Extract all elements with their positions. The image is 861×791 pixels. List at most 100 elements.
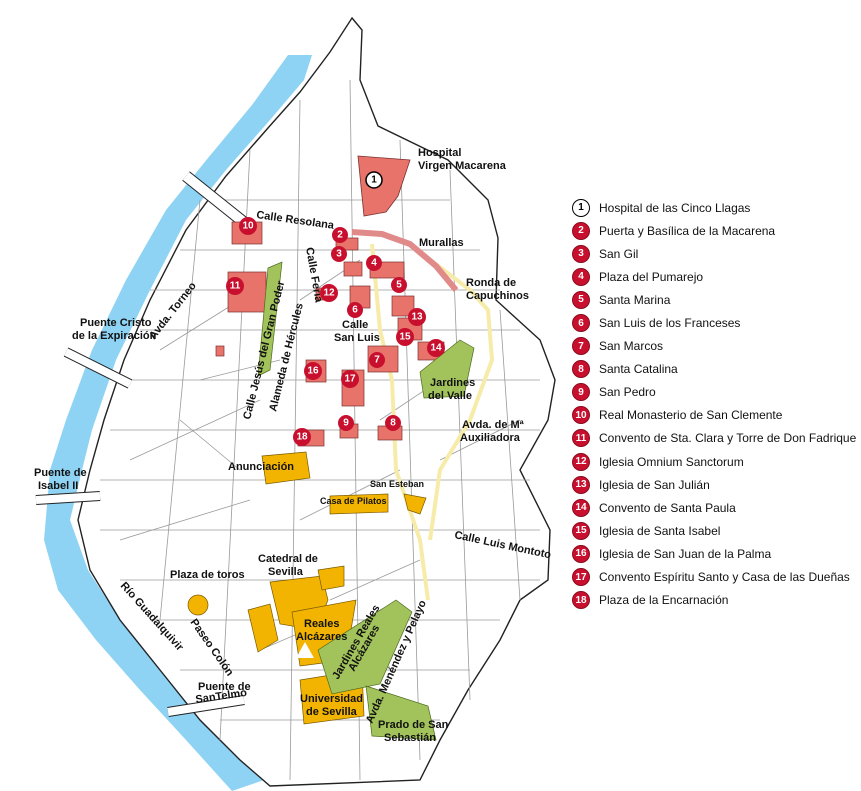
legend-badge: 5 xyxy=(572,290,590,309)
map-marker-3-num: 3 xyxy=(336,249,342,260)
label-alcazares-1: Reales xyxy=(304,618,339,630)
legend-item[interactable]: 18 Plaza de la Encarnación xyxy=(572,589,854,612)
map-marker-1[interactable]: 1 xyxy=(365,171,383,189)
map-marker-2[interactable]: 2 xyxy=(332,227,348,243)
label-anunciacion: Anunciación xyxy=(228,461,294,473)
legend-label: Iglesia de Santa Isabel xyxy=(599,523,721,538)
label-catedral-1: Catedral de xyxy=(258,553,318,565)
map-marker-8-num: 8 xyxy=(390,418,396,429)
legend-badge: 8 xyxy=(572,360,590,379)
map-marker-5[interactable]: 5 xyxy=(391,277,407,293)
label-prado-2: Sebastián xyxy=(384,732,436,744)
map-marker-4[interactable]: 4 xyxy=(366,255,382,271)
label-auxiliadora-1: Avda. de Mª xyxy=(462,419,525,431)
legend-item[interactable]: 8 Santa Catalina xyxy=(572,358,854,381)
legend-label: Plaza de la Encarnación xyxy=(599,593,729,608)
label-puente-isabel-1: Puente de xyxy=(34,467,87,479)
map-marker-5-num: 5 xyxy=(396,280,402,291)
map-marker-13[interactable]: 13 xyxy=(408,308,426,326)
map-marker-13-num: 13 xyxy=(411,312,423,323)
map-marker-9[interactable]: 9 xyxy=(338,415,354,431)
label-hospital-1: Hospital xyxy=(418,147,461,159)
label-murallas: Murallas xyxy=(419,237,464,249)
map-marker-16-num: 16 xyxy=(307,366,319,377)
legend-badge: 13 xyxy=(572,475,590,494)
label-prado-1: Prado de San xyxy=(378,719,449,731)
map-marker-14-num: 14 xyxy=(430,343,442,354)
map-marker-17-num: 17 xyxy=(344,374,356,385)
map-marker-4-num: 4 xyxy=(371,258,377,269)
label-puente-santelmo-1: Puente de xyxy=(198,681,251,693)
legend-badge: 1 xyxy=(572,198,590,217)
map-marker-12[interactable]: 12 xyxy=(320,284,338,302)
legend-label: Hospital de las Cinco Llagas xyxy=(599,200,751,215)
legend-badge: 11 xyxy=(572,429,590,448)
park-areas xyxy=(257,261,475,741)
legend-item[interactable]: 12 Iglesia Omnium Sanctorum xyxy=(572,450,854,473)
label-auxiliadora-2: Auxiliadora xyxy=(460,432,521,444)
legend-label: Convento Espíritu Santo y Casa de las Du… xyxy=(599,570,850,585)
legend-label: Iglesia Omnium Sanctorum xyxy=(599,454,744,469)
legend-label: Convento de Sta. Clara y Torre de Don Fa… xyxy=(599,431,857,446)
map-marker-6-num: 6 xyxy=(352,305,358,316)
bridge-isabel-fill xyxy=(35,492,101,504)
map-marker-9-num: 9 xyxy=(343,418,349,429)
legend-badge: 16 xyxy=(572,544,590,563)
map-marker-7[interactable]: 7 xyxy=(369,352,385,368)
legend-item[interactable]: 1 Hospital de las Cinco Llagas xyxy=(572,196,854,219)
city-outline xyxy=(77,16,556,787)
legend-label: San Gil xyxy=(599,246,639,261)
map-marker-10[interactable]: 10 xyxy=(239,217,257,235)
map-marker-15[interactable]: 15 xyxy=(396,328,414,346)
map-marker-17[interactable]: 17 xyxy=(341,370,359,388)
map-marker-3[interactable]: 3 xyxy=(331,246,347,262)
legend-badge: 12 xyxy=(572,452,590,471)
label-san-esteban: San Esteban xyxy=(370,479,424,489)
label-alcazares-2: Alcázares xyxy=(296,631,347,643)
legend-badge: 18 xyxy=(572,591,590,610)
alcazares-triangle xyxy=(296,642,314,658)
legend-label: Plaza del Pumarejo xyxy=(599,269,704,284)
river-guadalquivir xyxy=(44,55,312,791)
map-marker-14[interactable]: 14 xyxy=(427,339,445,357)
hospital-building xyxy=(357,155,411,217)
avenue-nw-fill xyxy=(182,172,250,228)
legend-badge: 9 xyxy=(572,383,590,402)
legend-label: Santa Catalina xyxy=(599,362,678,377)
map-marker-11[interactable]: 11 xyxy=(226,277,244,295)
legend-badge: 14 xyxy=(572,498,590,517)
map-marker-12-num: 12 xyxy=(323,288,335,299)
legend-badge: 15 xyxy=(572,521,590,540)
map-marker-8[interactable]: 8 xyxy=(385,415,401,431)
label-catedral-2: Sevilla xyxy=(268,566,304,578)
bridge-cristo-fill xyxy=(64,348,132,388)
legend-item[interactable]: 11 Convento de Sta. Clara y Torre de Don … xyxy=(572,427,857,450)
map-marker-18[interactable]: 18 xyxy=(293,428,311,446)
label-plaza-toros: Plaza de toros xyxy=(170,569,245,581)
label-hospital-2: Virgen Macarena xyxy=(418,160,507,172)
label-puente-isabel-2: Isabel II xyxy=(38,480,78,492)
map-marker-2-num: 2 xyxy=(337,230,343,241)
legend-badge: 2 xyxy=(572,221,590,240)
map-marker-11-num: 11 xyxy=(230,281,241,292)
label-universidad-2: de Sevilla xyxy=(306,706,358,718)
legend-item[interactable]: 15 Iglesia de Santa Isabel xyxy=(572,519,854,542)
map-marker-10-num: 10 xyxy=(242,221,254,232)
map-marker-16[interactable]: 16 xyxy=(304,362,322,380)
map-marker-6[interactable]: 6 xyxy=(347,302,363,318)
label-universidad-1: Universidad xyxy=(300,693,363,705)
